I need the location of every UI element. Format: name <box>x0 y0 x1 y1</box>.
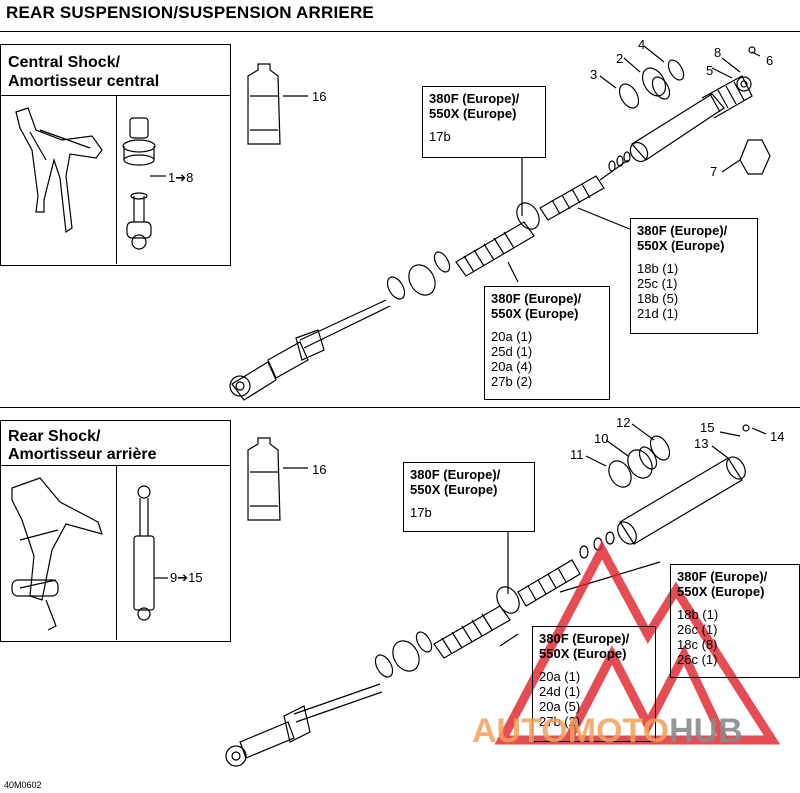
rear-shock-title-2: Amortisseur arrière <box>8 446 157 463</box>
callout-6: 6 <box>766 53 774 68</box>
rear-shock-panel <box>0 420 231 642</box>
rear-box-17-header-1: 380F (Europe)/ <box>410 467 501 482</box>
callout-16-central: 16 <box>312 89 327 104</box>
central-shock-body <box>629 75 753 163</box>
central-box-low-item: 20a (1) <box>491 329 533 344</box>
central-box-right-header-1: 380F (Europe)/ <box>637 223 728 238</box>
watermark-text-part2: HUB <box>669 712 743 750</box>
rear-box-low-item: 20a (1) <box>539 669 581 684</box>
rear-box-right-item: 18c (8) <box>677 637 718 652</box>
rear-box-low-header-1: 380F (Europe)/ <box>539 631 630 646</box>
central-box-low-item: 27b (2) <box>491 374 533 389</box>
callout-8: 8 <box>714 45 722 60</box>
figure-code: 40M0602 <box>4 780 42 790</box>
title-rule <box>0 31 800 32</box>
rear-box-17: 380F (Europe)/ 550X (Europe) 17b <box>403 462 535 532</box>
callout-10: 10 <box>594 431 609 446</box>
rear-box-right-item: 18b (1) <box>677 607 719 622</box>
rear-shock-thumbnail <box>133 485 168 621</box>
central-box-17-header-2: 550X (Europe) <box>429 106 517 121</box>
central-box-low-header-2: 550X (Europe) <box>491 306 579 321</box>
callout-5: 5 <box>706 63 714 78</box>
central-box-low: 380F (Europe)/ 550X (Europe) 20a (1) 25d… <box>484 286 610 400</box>
rear-shock-body <box>617 424 750 545</box>
central-shock-thumbnail <box>122 117 166 250</box>
watermark-text-part1: AUTOMOTO <box>472 712 670 750</box>
rear-box-low-header-2: 550X (Europe) <box>539 646 627 661</box>
central-box-17-item: 17b <box>429 129 451 144</box>
rear-box-right-item: 26c (1) <box>677 652 718 667</box>
callout-2: 2 <box>616 51 624 66</box>
rear-suspension-frame-thumbnail <box>11 477 103 631</box>
callout-13: 13 <box>694 436 709 451</box>
rear-box-right-item: 26c (1) <box>677 622 718 637</box>
central-box-17-header-1: 380F (Europe)/ <box>429 91 520 106</box>
central-oil-bottle <box>247 63 308 145</box>
callout-11: 11 <box>570 447 584 462</box>
central-suspension-frame-thumbnail <box>15 107 103 234</box>
callout-16-rear: 16 <box>312 462 327 477</box>
rear-shock-rod <box>225 683 383 767</box>
callout-7: 7 <box>710 164 718 179</box>
rear-oil-bottle <box>247 437 308 521</box>
automotohub-watermark-text: AUTOMOTOHUB <box>472 712 743 751</box>
rear-panel-header-divider <box>0 465 230 466</box>
central-shock-seals <box>618 46 771 175</box>
rear-box-low-item: 20a (5) <box>539 699 581 714</box>
central-shock-title-2: Amortisseur central <box>8 73 160 90</box>
page-title: REAR SUSPENSION/SUSPENSION ARRIERE <box>6 3 374 22</box>
rear-panel-middle-divider <box>116 466 117 640</box>
central-panel-header-divider <box>0 95 230 96</box>
rear-shim-stack <box>374 531 615 678</box>
central-ref-range: 1➔8 <box>168 170 194 185</box>
rear-box-right: 380F (Europe)/ 550X (Europe) 18b (1) 26c… <box>670 564 800 678</box>
central-box-right-item: 21d (1) <box>637 306 679 321</box>
rear-box-17-header-2: 550X (Europe) <box>410 482 498 497</box>
callout-15: 15 <box>700 420 715 435</box>
central-shock-rod <box>229 299 391 401</box>
rear-ref-range: 9➔15 <box>170 570 203 585</box>
central-box-right-item: 18b (5) <box>637 291 679 306</box>
central-box-right-item: 18b (1) <box>637 261 679 276</box>
central-box-right-header-2: 550X (Europe) <box>637 238 725 253</box>
central-shock-panel <box>0 44 231 266</box>
central-shim-stack <box>386 151 631 300</box>
rear-box-17-item: 17b <box>410 505 432 520</box>
rear-box-right-header-2: 550X (Europe) <box>677 584 765 599</box>
callout-3: 3 <box>590 67 598 82</box>
central-box-low-item: 25d (1) <box>491 344 533 359</box>
callout-12: 12 <box>616 415 631 430</box>
central-box-right-item: 25c (1) <box>637 276 678 291</box>
central-panel-middle-divider <box>116 96 117 264</box>
rear-box-right-header-1: 380F (Europe)/ <box>677 569 768 584</box>
central-shock-title-1: Central Shock/ <box>8 54 121 71</box>
rear-box-low: 380F (Europe)/ 550X (Europe) 20a (1) 24d… <box>532 626 656 742</box>
central-box-low-item: 20a (4) <box>491 359 533 374</box>
rear-box-low-item: 27b (2) <box>539 714 581 729</box>
rear-box-low-item: 24d (1) <box>539 684 581 699</box>
central-box-low-header-1: 380F (Europe)/ <box>491 291 582 306</box>
rear-shock-seals <box>608 435 671 488</box>
rear-shock-title-1: Rear Shock/ <box>8 428 101 445</box>
automotohub-watermark-logo <box>494 540 781 745</box>
callout-4: 4 <box>638 37 646 52</box>
callout-14: 14 <box>770 429 785 444</box>
section-divider-rule <box>0 407 800 408</box>
central-box-17: 380F (Europe)/ 550X (Europe) 17b <box>422 86 546 158</box>
central-box-right: 380F (Europe)/ 550X (Europe) 18b (1) 25c… <box>630 218 758 334</box>
